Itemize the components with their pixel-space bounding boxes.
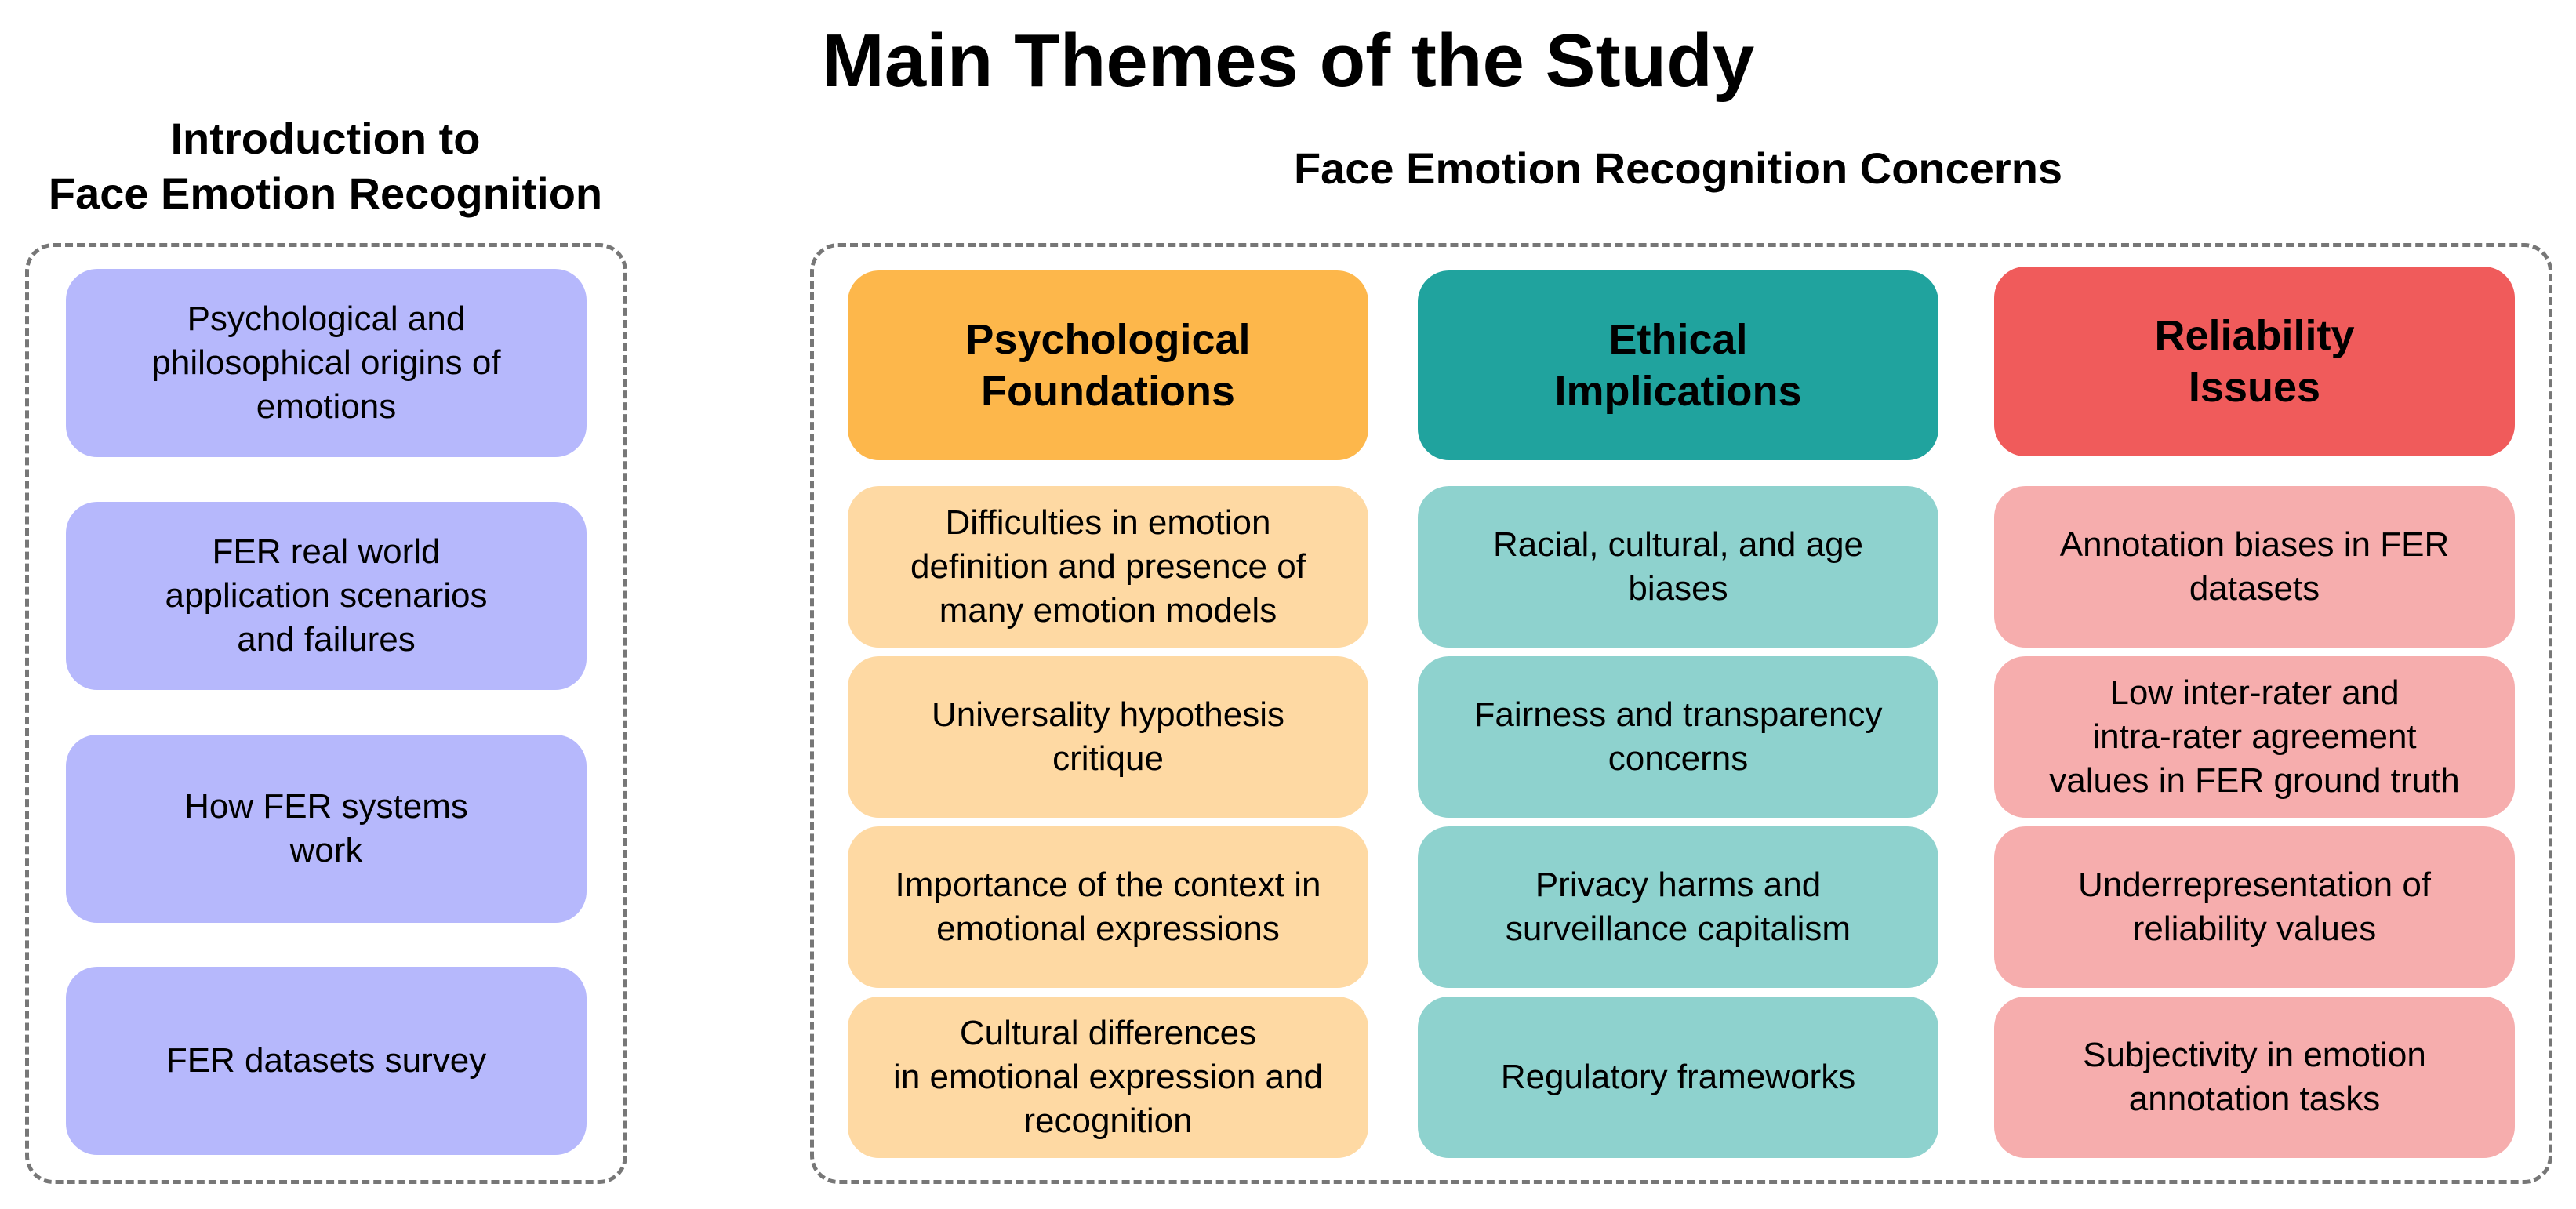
reli-item-underrepresentation: Underrepresentation of reliability value… bbox=[1994, 826, 2515, 988]
intro-item-how-fer-works: How FER systems work bbox=[66, 735, 587, 923]
concerns-panel bbox=[810, 243, 2552, 1184]
ethic-item-regulatory: Regulatory frameworks bbox=[1418, 997, 1938, 1158]
reli-header: Reliability Issues bbox=[1994, 267, 2515, 456]
concerns-heading: Face Emotion Recognition Concerns bbox=[1293, 143, 2063, 193]
psych-header: Psychological Foundations bbox=[848, 270, 1368, 460]
ethic-item-privacy: Privacy harms and surveillance capitalis… bbox=[1418, 826, 1938, 988]
psych-item-cultural: Cultural differences in emotional expres… bbox=[848, 997, 1368, 1158]
diagram-title: Main Themes of the Study bbox=[821, 19, 1755, 103]
psych-item-universality: Universality hypothesis critique bbox=[848, 656, 1368, 818]
psych-item-emotion-definition: Difficulties in emotion definition and p… bbox=[848, 486, 1368, 648]
intro-item-origins: Psychological and philosophical origins … bbox=[66, 269, 587, 457]
ethic-item-biases: Racial, cultural, and age biases bbox=[1418, 486, 1938, 648]
reli-item-annotation-biases: Annotation biases in FER datasets bbox=[1994, 486, 2515, 648]
ethic-header: Ethical Implications bbox=[1418, 270, 1938, 460]
intro-panel bbox=[25, 243, 627, 1184]
intro-item-datasets-survey: FER datasets survey bbox=[66, 967, 587, 1155]
psych-item-context: Importance of the context in emotional e… bbox=[848, 826, 1368, 988]
intro-heading: Introduction to Face Emotion Recognition bbox=[48, 114, 603, 218]
ethic-item-fairness: Fairness and transparency concerns bbox=[1418, 656, 1938, 818]
reli-item-subjectivity: Subjectivity in emotion annotation tasks bbox=[1994, 997, 2515, 1158]
intro-item-applications: FER real world application scenarios and… bbox=[66, 502, 587, 690]
reli-item-agreement: Low inter-rater and intra-rater agreemen… bbox=[1994, 656, 2515, 818]
